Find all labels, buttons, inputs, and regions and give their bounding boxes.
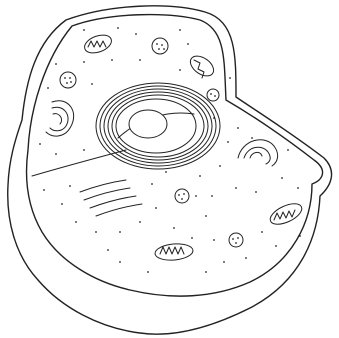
nucleolus <box>129 110 167 138</box>
